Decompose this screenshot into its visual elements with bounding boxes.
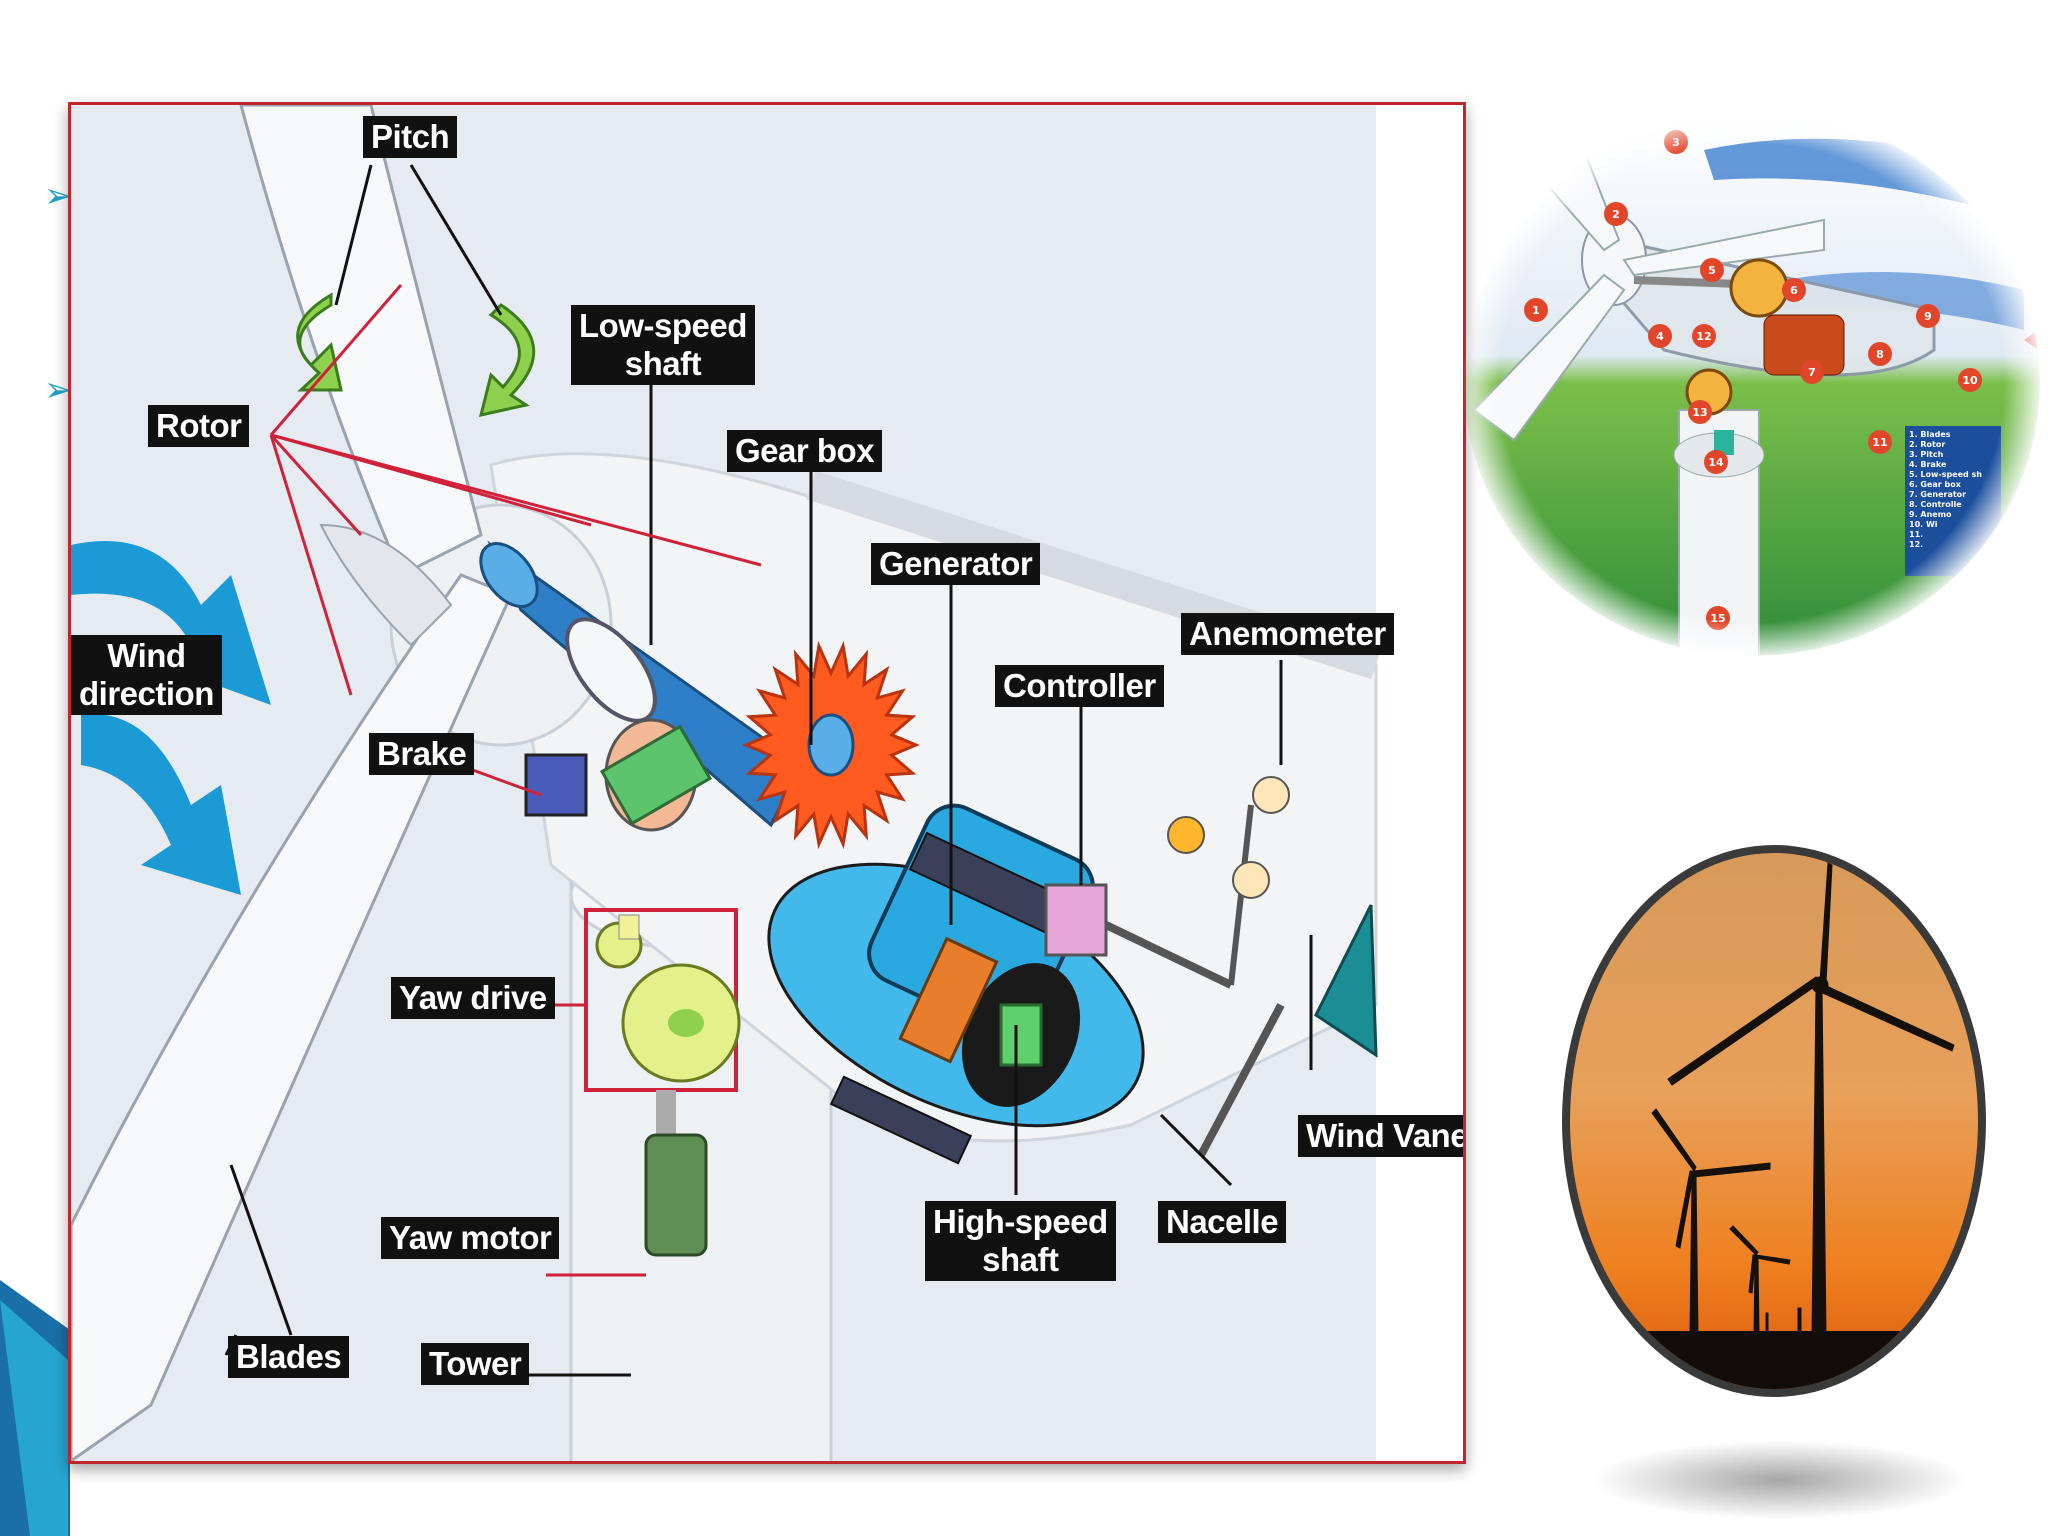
number-marker	[1916, 304, 1940, 328]
photo-shadow	[1590, 1440, 1970, 1520]
low-speed-shaft	[479, 540, 803, 828]
gear-box	[742, 640, 920, 850]
number-marker	[1782, 278, 1806, 302]
label-brake: Brake	[369, 733, 475, 775]
turbine-illustration	[71, 105, 1463, 1461]
controller-box	[1044, 883, 1233, 989]
number-marker	[1704, 450, 1728, 474]
label-anemometer: Anemometer	[1181, 613, 1394, 655]
legend-item: 3. Pitch	[1909, 450, 1944, 459]
number-marker-label: 14	[1708, 456, 1724, 469]
label-yaw-motor: Yaw motor	[381, 1217, 560, 1259]
label-gear-box: Gear box	[727, 430, 883, 472]
wind-farm-silhouettes	[1570, 862, 1978, 1389]
label-controller: Controller	[995, 665, 1164, 707]
number-marker-label: 8	[1876, 348, 1884, 361]
brake-assembly	[524, 718, 713, 832]
legend-item: 10. Wi	[1909, 520, 1938, 529]
number-marker-label: 11	[1872, 436, 1887, 449]
number-marker-label: 10	[1962, 374, 1978, 387]
slide-accent-wedge	[0, 1280, 70, 1536]
legend-item: 12.	[1909, 540, 1924, 549]
label-blades: Blades	[228, 1336, 350, 1378]
number-marker	[1958, 368, 1982, 392]
anemometer-device	[1167, 776, 1290, 1157]
rotor-leader-lines	[269, 284, 762, 1277]
legend-item: 5. Low-speed sh	[1909, 470, 1983, 479]
legend-item: 8. Controlle	[1909, 500, 1962, 509]
number-marker	[1868, 430, 1892, 454]
number-marker-label: 15	[1710, 612, 1725, 625]
label-pitch: Pitch	[363, 116, 458, 158]
pitch-arrow-right	[478, 303, 536, 417]
gear-box-hub	[807, 713, 855, 777]
legend-item: 4. Brake	[1909, 460, 1947, 469]
number-marker-label: 6	[1790, 284, 1798, 297]
number-marker-label: 5	[1708, 264, 1716, 277]
blade-upper	[239, 105, 483, 578]
number-marker-label: 3	[1672, 136, 1680, 149]
wind-arrow-lower	[81, 714, 241, 895]
number-marker	[1664, 130, 1688, 154]
label-yaw-drive: Yaw drive	[391, 977, 555, 1019]
legend-item: 1. Blades	[1909, 430, 1951, 439]
legend-item: 6. Gear box	[1909, 480, 1961, 489]
bullet-marker: ➢	[44, 176, 73, 216]
number-marker	[1524, 298, 1548, 322]
yaw-motor-device	[644, 1090, 708, 1257]
number-marker	[1648, 324, 1672, 348]
wind-vane-fin	[1314, 904, 1378, 1058]
number-marker-label: 4	[1656, 330, 1664, 343]
legend-item: 11.	[1909, 530, 1924, 539]
number-marker	[1800, 360, 1824, 384]
blade-lower	[71, 573, 514, 1461]
bullet-marker: ➢	[44, 370, 73, 410]
label-tower: Tower	[421, 1343, 530, 1385]
label-generator: Generator	[871, 543, 1041, 585]
legend-item: 9. Anemo	[1909, 510, 1952, 519]
number-marker-label: 9	[1924, 310, 1932, 323]
number-marker	[1700, 258, 1724, 282]
number-marker-label: 13	[1692, 406, 1707, 419]
legend-item: 2. Rotor	[1909, 440, 1946, 449]
number-marker-label: 12	[1696, 330, 1711, 343]
number-marker	[1604, 202, 1628, 226]
legend-item: 7. Generator	[1909, 490, 1967, 499]
numbered-legend: 1. Blades 2. Rotor 3. Pitch 4. Brake 5. …	[1905, 426, 2001, 576]
number-marker-label: 1	[1532, 304, 1540, 317]
label-nacelle: Nacelle	[1158, 1201, 1287, 1243]
number-marker	[1692, 324, 1716, 348]
label-rotor: Rotor	[148, 405, 250, 447]
leader-lines	[224, 164, 1313, 1377]
sunset-wind-farm-photo	[1562, 845, 1986, 1397]
number-marker-label: 7	[1808, 366, 1816, 379]
number-marker	[1868, 342, 1892, 366]
number-marker	[1688, 400, 1712, 424]
label-wind-vane: Wind Vane	[1298, 1115, 1463, 1157]
number-marker	[1706, 606, 1730, 630]
yaw-drive-gears	[584, 908, 741, 1092]
number-marker-label: 2	[1612, 208, 1620, 221]
